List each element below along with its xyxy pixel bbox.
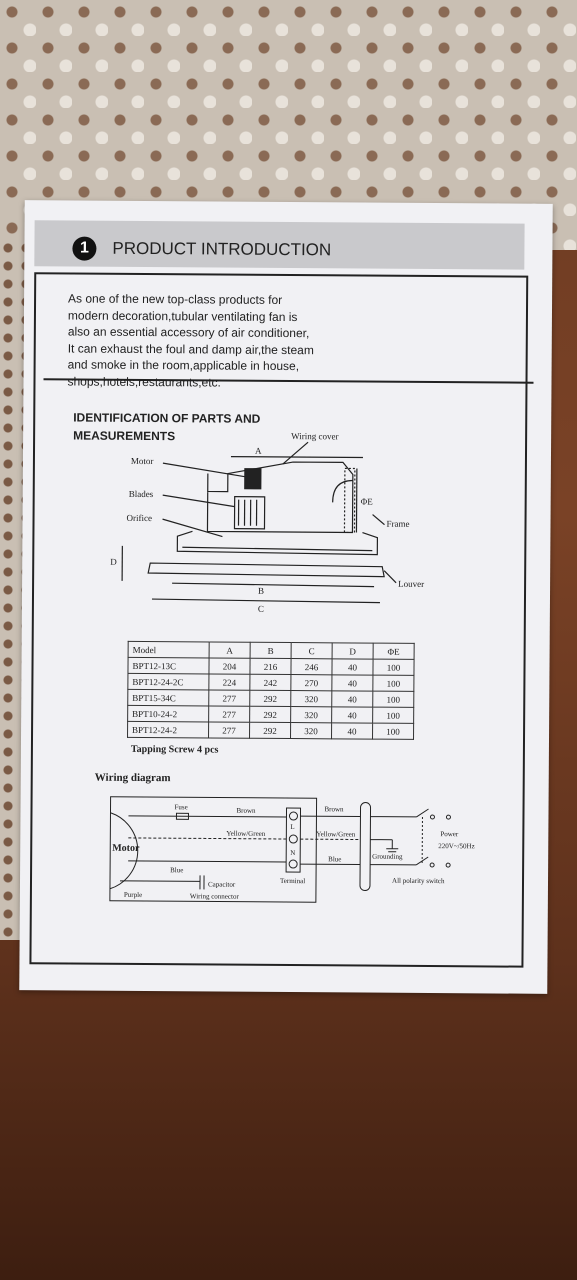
screw-note: Tapping Screw 4 pcs (130, 743, 219, 756)
table-cell: BPT12-24-2 (127, 721, 209, 738)
table-cell: 100 (372, 659, 415, 676)
table-row: BPT15-34C 277 292 320 40 100 (127, 689, 414, 708)
table-header-row: Model A B C D ΦE (128, 641, 415, 660)
table-cell: 292 (249, 706, 291, 723)
wiring-cover-outline (332, 479, 353, 503)
table-header: B (250, 642, 292, 659)
table-cell: 40 (331, 658, 374, 676)
orifice-line (182, 546, 373, 552)
table-header: D (332, 642, 374, 660)
table-cell: 204 (208, 657, 251, 675)
table-header: C (291, 642, 333, 659)
table-cell: 246 (290, 658, 333, 675)
table-cell: 40 (331, 706, 373, 724)
louver-label: Louver (398, 579, 424, 589)
table-cell: 320 (290, 690, 332, 707)
frame-leader (372, 514, 385, 526)
blades-leader (162, 494, 235, 508)
wiring-diagram-title: Wiring diagram (94, 771, 171, 785)
table-cell: BPT12-13C (127, 657, 210, 674)
fan-housing-outline (206, 461, 354, 534)
dim-b-label: B (258, 586, 264, 596)
table-cell: 100 (372, 691, 414, 708)
louver-outline (147, 562, 385, 578)
table-cell: BPT15-34C (127, 689, 209, 706)
table-cell: 320 (290, 706, 332, 723)
orifice-label: Orifice (127, 513, 153, 523)
table-cell: 277 (208, 721, 250, 739)
table-row: BPT12-24-2C 224 242 270 40 100 (127, 673, 414, 692)
table-cell: BPT12-24-2C (127, 673, 209, 690)
table-header: A (209, 641, 251, 659)
table-cell: 224 (208, 673, 250, 691)
motor-label: Motor (131, 456, 154, 466)
dim-c-line (151, 598, 380, 604)
frame-label: Frame (386, 519, 409, 529)
wiring-cover-label: Wiring cover (291, 431, 338, 441)
dim-a-label: A (255, 446, 262, 456)
table-cell: 292 (249, 722, 291, 739)
table-cell: 216 (249, 658, 292, 675)
blades-label: Blades (129, 489, 154, 499)
louver-leader (383, 570, 397, 584)
table-cell: BPT10-24-2 (127, 705, 209, 722)
table-cell: 40 (331, 690, 373, 708)
table-cell: 320 (290, 722, 332, 739)
dim-c-label: C (258, 604, 264, 614)
table-cell: 40 (331, 674, 373, 692)
table-header: ΦE (373, 643, 415, 660)
dim-a-line (230, 456, 363, 459)
dim-b-line (172, 582, 375, 588)
frame-outline (176, 530, 379, 556)
table-header: Model (128, 641, 210, 658)
blades-block (233, 496, 266, 530)
motor-leader (162, 462, 245, 478)
table-cell: 277 (208, 705, 250, 723)
duct-outlet (343, 467, 356, 534)
table-cell: 277 (208, 689, 250, 707)
motor-block (244, 468, 262, 490)
table-cell: 292 (249, 690, 291, 707)
measurements-table: Model A B C D ΦE BPT12-13C 204 216 246 4… (127, 641, 415, 740)
manual-page: 1 PRODUCT INTRODUCTION As one of the new… (19, 200, 553, 994)
table-cell: 100 (372, 675, 414, 692)
fan-parts-diagram: Motor Blades Orifice Wiring cover Frame … (110, 431, 424, 614)
table-cell: 100 (372, 723, 414, 740)
dim-e-label: ΦE (361, 497, 374, 507)
table-row: BPT12-13C 204 216 246 40 100 (127, 657, 415, 676)
table-row: BPT12-24-2 277 292 320 40 100 (127, 721, 414, 740)
orifice-leader (162, 518, 223, 538)
table-cell: 40 (331, 722, 373, 740)
table-row: BPT10-24-2 277 292 320 40 100 (127, 705, 414, 724)
wiring-cover-leader (282, 441, 309, 465)
dim-d-label: D (110, 557, 117, 567)
table-cell: 242 (249, 674, 291, 691)
table-cell: 270 (290, 674, 332, 691)
table-cell: 100 (372, 707, 414, 724)
